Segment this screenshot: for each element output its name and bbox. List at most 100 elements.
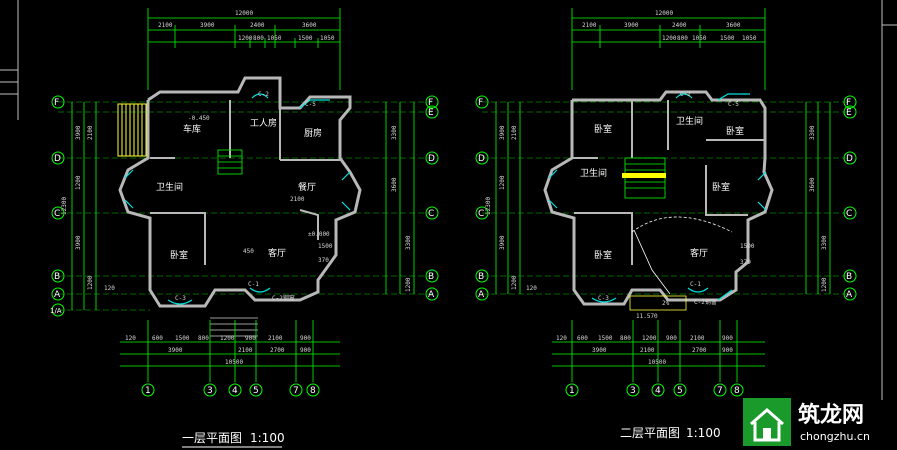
plan2-note-slope: 2% [662, 300, 670, 307]
plan2-top-dim-3: 2400 [672, 22, 687, 29]
plan1-top-dim-1: 2100 [158, 22, 173, 29]
plan1-room-bedroom: 卧室 [170, 249, 188, 261]
plan2-top-subdim-2: 800 [677, 35, 688, 42]
plan1-bottom-subdim-4: 800 [198, 335, 209, 342]
plan1-bottom-subdim-5: 1200 [220, 335, 235, 342]
plan2-top-dim-1: 2100 [582, 22, 597, 29]
plan2-right-dim-4: 1200 [821, 277, 828, 292]
plan2-note-c2-steel: C-2钢窗 [694, 298, 717, 306]
plan1-axis-B-right: B [428, 272, 434, 282]
plan2-note-c2: C-2 [680, 91, 691, 98]
plan1-right-dimensions [385, 102, 415, 294]
plan1-top-subdim-5: 1050 [320, 35, 335, 42]
plan1-axis-E-right: E [428, 108, 434, 118]
plan2-top-subdim-1: 1200 [662, 35, 677, 42]
plan1-garage-ramp [117, 103, 147, 157]
plan1-column-bubbles [141, 383, 320, 397]
plan2-bottom-subdim-3: 1500 [598, 335, 613, 342]
plan1-bottom-subdim-6: 900 [245, 335, 256, 342]
plan1-left-dim-5: 1200 [87, 275, 94, 290]
plan1-left-dimensions [71, 102, 97, 310]
plan2-void-line [633, 229, 671, 295]
plan1-bottom-subdim-7: 2100 [268, 335, 283, 342]
plan2-axis-B-right: B [846, 272, 852, 282]
plan2-room-bedroom-2: 卧室 [726, 125, 744, 137]
plan1-room-bathroom: 卫生间 [156, 181, 183, 193]
plan2-note-1500: 1500 [740, 243, 755, 250]
plan2-left-dim-2: 1200 [499, 175, 506, 190]
plan1-left-axis-bubbles [51, 95, 65, 317]
plan2-right-axis-bubbles [843, 95, 857, 301]
plan1-axis-A-right: A [428, 290, 435, 300]
plan2-col-7: 7 [717, 386, 723, 396]
plan1-note-c2-steel: C-2钢窗 [272, 294, 295, 302]
plan2-room-bathroom-1: 卫生间 [676, 115, 703, 127]
plan1-note-floor-level: ±0.000 [308, 231, 330, 238]
watermark-logo: 筑龙网 chongzhu.cn [743, 398, 870, 446]
plan2-note-level: 11.570 [636, 313, 658, 320]
plan1-top-dim-2: 3900 [200, 22, 215, 29]
plan1-bottom-dim-3: 2700 [270, 347, 285, 354]
plan2-left-dim-1: 3900 [499, 125, 506, 140]
plan2-top-total: 12000 [655, 10, 673, 17]
plan2-bottom-dim-2: 2100 [640, 347, 655, 354]
plan2-stair-landing [622, 173, 666, 178]
plan2-right-dimensions [805, 102, 831, 294]
plan2-bottom-subdim-2: 600 [577, 335, 588, 342]
plan2-bottom-subdim-5: 1200 [642, 335, 657, 342]
plan1-top-subdim-2: 800 [253, 35, 264, 42]
first-floor-plan: 12000 2100 3900 2400 3600 1200 800 1050 … [50, 8, 439, 448]
plan1-room-servant: 工人房 [250, 117, 277, 129]
plan1-note-garage-level: -0.450 [188, 115, 210, 122]
plan2-top-subdim-3: 1050 [692, 35, 707, 42]
plan2-axis-C-left: C [478, 209, 484, 219]
plan2-bottom-dimensions [552, 320, 765, 382]
plan1-axis-C-right: C [428, 209, 434, 219]
plan2-right-dim-1: 3300 [809, 125, 816, 140]
plan2-top-dim-2: 3900 [624, 22, 639, 29]
plan2-axis-A-left: A [478, 290, 485, 300]
plan1-note-c5: C-5 [305, 101, 316, 108]
plan1-axis-1A-left: 1/A [50, 307, 62, 315]
plan2-left-dim-3: 2100 [511, 125, 518, 140]
plan2-note-c3: C-3 [598, 295, 609, 302]
plan1-windows [124, 93, 351, 305]
plan2-top-subdim-5: 1050 [742, 35, 757, 42]
plan2-top-subdim-4: 1500 [720, 35, 735, 42]
plan1-right-axis-bubbles [425, 95, 439, 301]
plan2-room-bedroom-1: 卧室 [594, 123, 612, 135]
plan2-right-dim-2: 3600 [809, 177, 816, 192]
plan1-top-subdim-1: 1200 [238, 35, 253, 42]
plan1-axis-A-left: A [54, 290, 61, 300]
plan1-right-dim-4: 1200 [405, 277, 412, 292]
plan2-top-dimensions [571, 8, 766, 90]
plan2-bottom-subdim-7: 2100 [690, 335, 705, 342]
plan2-walls [543, 90, 774, 306]
plan2-balcony-line [631, 216, 733, 233]
plan1-bottom-dim-1: 3900 [168, 347, 183, 354]
plan1-col-7: 7 [293, 386, 299, 396]
plan1-top-subdim-3: 1050 [267, 35, 282, 42]
plan2-axis-B-left: B [478, 272, 484, 282]
plan1-bottom-subdim-8: 900 [300, 335, 311, 342]
plan2-bottom-total: 10500 [648, 359, 666, 366]
plan1-title: 一层平面图 [182, 431, 242, 445]
plan2-axis-A-right: A [846, 290, 853, 300]
plan1-right-dim-1: 3300 [391, 125, 398, 140]
plan1-bottom-total: 10500 [225, 359, 243, 366]
plan1-note-c1: C-1 [248, 281, 259, 288]
plan2-col-4: 4 [655, 386, 661, 396]
plan2-room-bedroom-4: 卧室 [594, 249, 612, 261]
plan1-top-dim-3: 2400 [250, 22, 265, 29]
plan1-right-dim-3: 3300 [405, 235, 412, 250]
plan1-top-total: 12000 [235, 10, 253, 17]
plan2-left-dimensions [495, 102, 521, 294]
plan1-room-garage: 车库 [183, 123, 201, 135]
plan1-top-dim-4: 3600 [302, 22, 317, 29]
plan2-axis-C-right: C [846, 209, 852, 219]
plan2-note-c1: C-1 [690, 281, 701, 288]
plan2-col-5: 5 [677, 386, 683, 396]
plan1-note-120: 120 [104, 285, 115, 292]
plan2-axis-F-right: F [846, 98, 851, 108]
